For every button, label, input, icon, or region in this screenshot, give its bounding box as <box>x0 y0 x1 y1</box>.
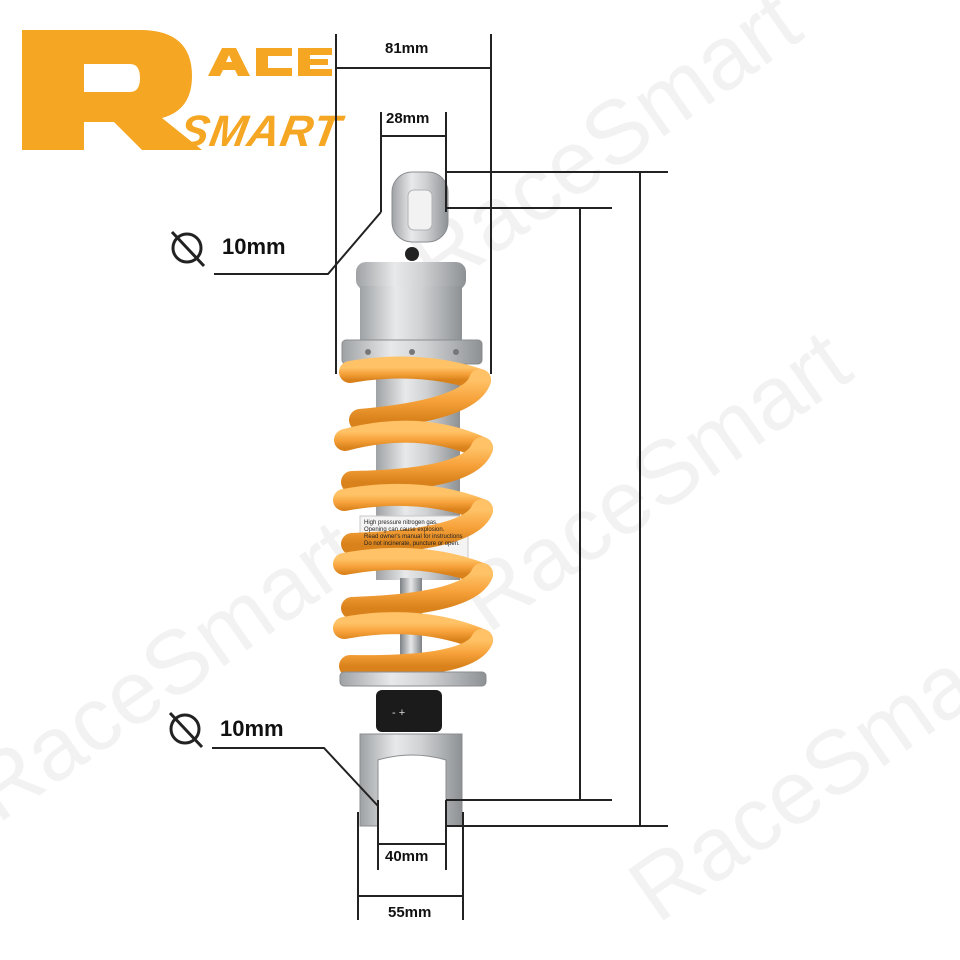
dim-top-eye-label: 10mm <box>222 234 286 259</box>
upper-body <box>341 262 483 365</box>
dim-bottom-eye-label: 10mm <box>220 716 284 741</box>
warning-line: Do not incinerate, puncture or open. <box>364 541 460 547</box>
coil-spring <box>333 356 493 678</box>
dim-bottom-inner-label: 40mm <box>385 848 429 865</box>
svg-text:- +: - + <box>392 707 405 719</box>
dimension-lines <box>212 34 668 920</box>
warning-sticker-text: High pressure nitrogen gas. Opening can … <box>364 520 468 548</box>
warning-line: High pressure nitrogen gas. <box>364 520 438 526</box>
top-eyelet <box>391 171 449 261</box>
dim-top-outer-label: 81mm <box>385 40 429 57</box>
logo-ace-letters <box>208 48 332 76</box>
adjuster-knob: - + <box>376 690 442 732</box>
lower-spring-seat <box>339 671 487 687</box>
diameter-symbol-icon <box>168 230 206 749</box>
logo-r-letter <box>22 30 202 150</box>
dim-top-inner-label: 28mm <box>386 110 430 127</box>
warning-line: Read owner's manual for instructions <box>364 534 463 540</box>
dim-bottom-outer-label: 55mm <box>388 904 432 921</box>
brand-logo: SMART <box>22 30 348 156</box>
warning-line: Opening can cause explosion. <box>364 527 445 533</box>
logo-smart-text: SMART <box>176 107 348 156</box>
